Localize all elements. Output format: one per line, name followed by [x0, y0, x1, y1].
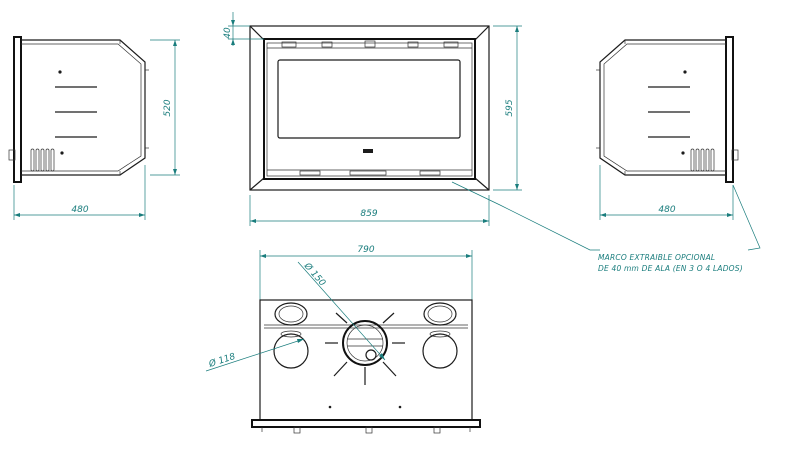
dim-left-side-height: 520 — [163, 99, 173, 116]
right-side-view: 480 — [596, 36, 739, 220]
dim-flue-diameter: Ø 150 — [301, 260, 328, 289]
front-view: 40 595 859 — [223, 12, 522, 226]
dim-front-height: 595 — [505, 99, 515, 116]
top-view: 790 — [205, 245, 481, 434]
note-line-2: DE 40 mm DE ALA (EN 3 O 4 LADOS) — [598, 264, 743, 273]
dim-front-width: 859 — [360, 209, 377, 219]
side-vent-left — [30, 148, 55, 172]
side-vent-right — [690, 148, 715, 172]
dim-air-inlet-diameter: Ø 118 — [207, 351, 237, 370]
frame-note: MARCO EXTRAIBLE OPCIONAL DE 40 mm DE ALA… — [451, 181, 761, 273]
left-side-view: 520 480 — [8, 36, 180, 220]
dim-left-side-width: 480 — [71, 205, 88, 215]
dim-front-top-frame: 40 — [223, 27, 233, 39]
dim-right-side-width: 480 — [658, 205, 675, 215]
flue-outlet — [325, 312, 405, 385]
dim-bottom-width: 790 — [357, 245, 374, 255]
note-line-1: MARCO EXTRAIBLE OPCIONAL — [598, 253, 715, 262]
